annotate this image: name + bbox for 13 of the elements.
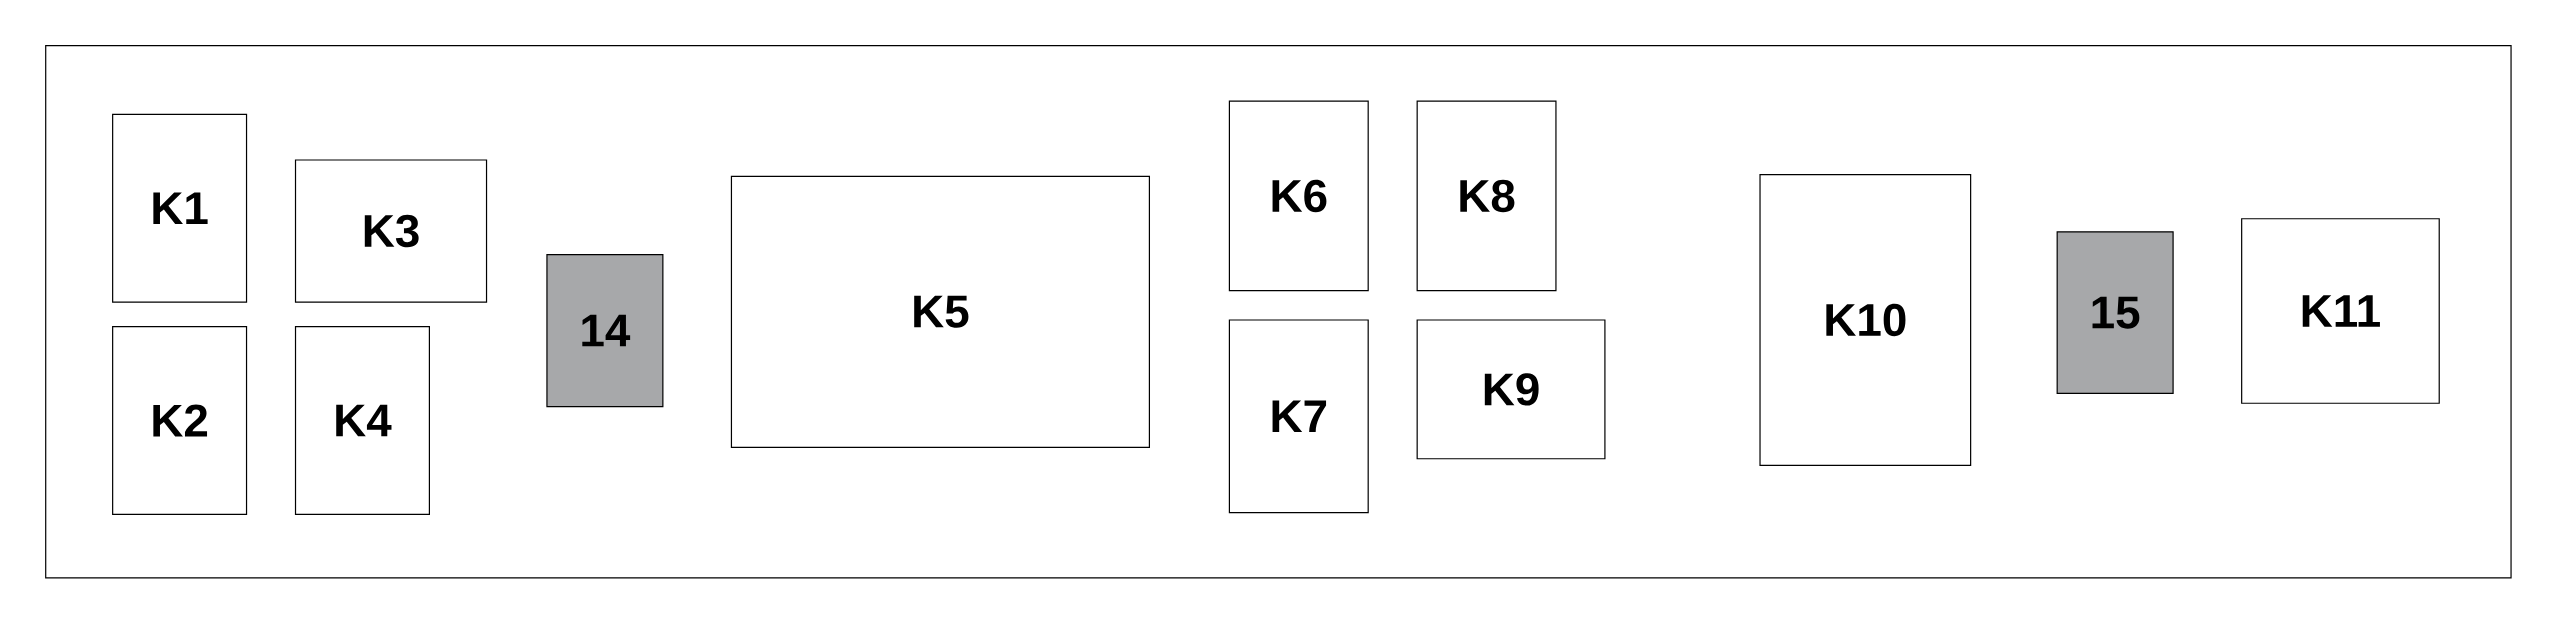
relay-box: K5 bbox=[730, 175, 1150, 448]
relay-box: K10 bbox=[1759, 174, 1972, 466]
relay-box: K6 bbox=[1228, 100, 1369, 292]
relay-box: K2 bbox=[112, 325, 248, 515]
relay-box: K4 bbox=[294, 325, 430, 515]
relay-box: K1 bbox=[112, 113, 248, 303]
relay-box: K7 bbox=[1228, 319, 1369, 514]
relay-box: 15 bbox=[2056, 231, 2174, 395]
relay-box: 14 bbox=[546, 254, 664, 408]
relay-box: K11 bbox=[2241, 218, 2440, 404]
relay-box: K8 bbox=[1416, 100, 1557, 292]
relay-box: K3 bbox=[294, 159, 488, 303]
relay-box: K9 bbox=[1416, 319, 1606, 460]
